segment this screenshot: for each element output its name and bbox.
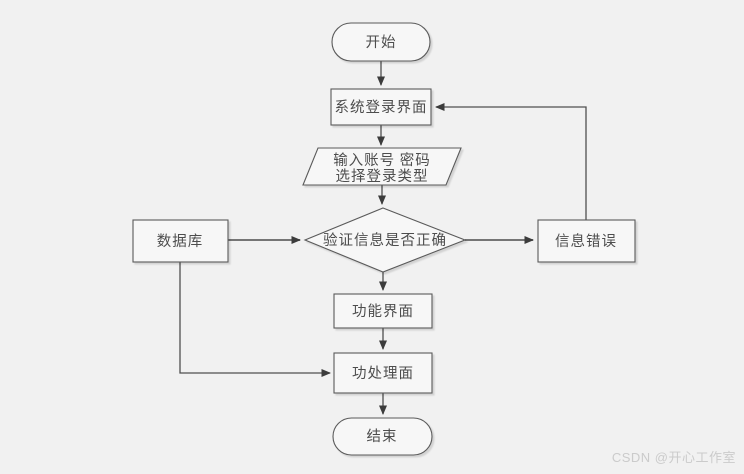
login-process-box: 系统登录界面 [330, 88, 432, 126]
input-parallelogram-shape [302, 147, 462, 186]
login-label: 系统登录界面 [335, 99, 428, 116]
verify-diamond-shape [303, 207, 467, 273]
verify-label: 验证信息是否正确 [323, 232, 447, 249]
input-label-line1: 输入账号 密码 [333, 152, 431, 169]
end-label: 结束 [367, 428, 398, 445]
end-terminator: 结束 [332, 417, 433, 456]
process-ui-box: 功处理面 [333, 352, 433, 394]
input-parallelogram: 输入账号 密码 选择登录类型 [302, 147, 462, 186]
end-terminator-shape [332, 417, 433, 456]
error-box: 信息错误 [537, 219, 636, 263]
function-ui-label: 功能界面 [352, 303, 414, 320]
start-terminator-shape [331, 22, 431, 62]
start-label: 开始 [366, 34, 397, 51]
process-ui-box-shape [333, 352, 433, 394]
verify-decision-diamond: 验证信息是否正确 [303, 207, 467, 273]
database-box: 数据库 [132, 219, 229, 263]
function-ui-box-shape [333, 293, 433, 329]
watermark: CSDN @开心工作室 [612, 450, 736, 465]
input-label-line2: 选择登录类型 [336, 168, 429, 185]
edge-database-to-process-ui [179, 262, 331, 377]
login-box-shape [330, 88, 432, 126]
function-ui-box: 功能界面 [333, 293, 433, 329]
database-label: 数据库 [157, 233, 204, 250]
error-box-shape [537, 219, 636, 263]
database-box-shape [132, 219, 229, 263]
process-ui-label: 功处理面 [352, 365, 414, 382]
edge-error-to-login [435, 103, 587, 220]
error-label: 信息错误 [555, 233, 617, 250]
start-terminator: 开始 [331, 22, 431, 62]
